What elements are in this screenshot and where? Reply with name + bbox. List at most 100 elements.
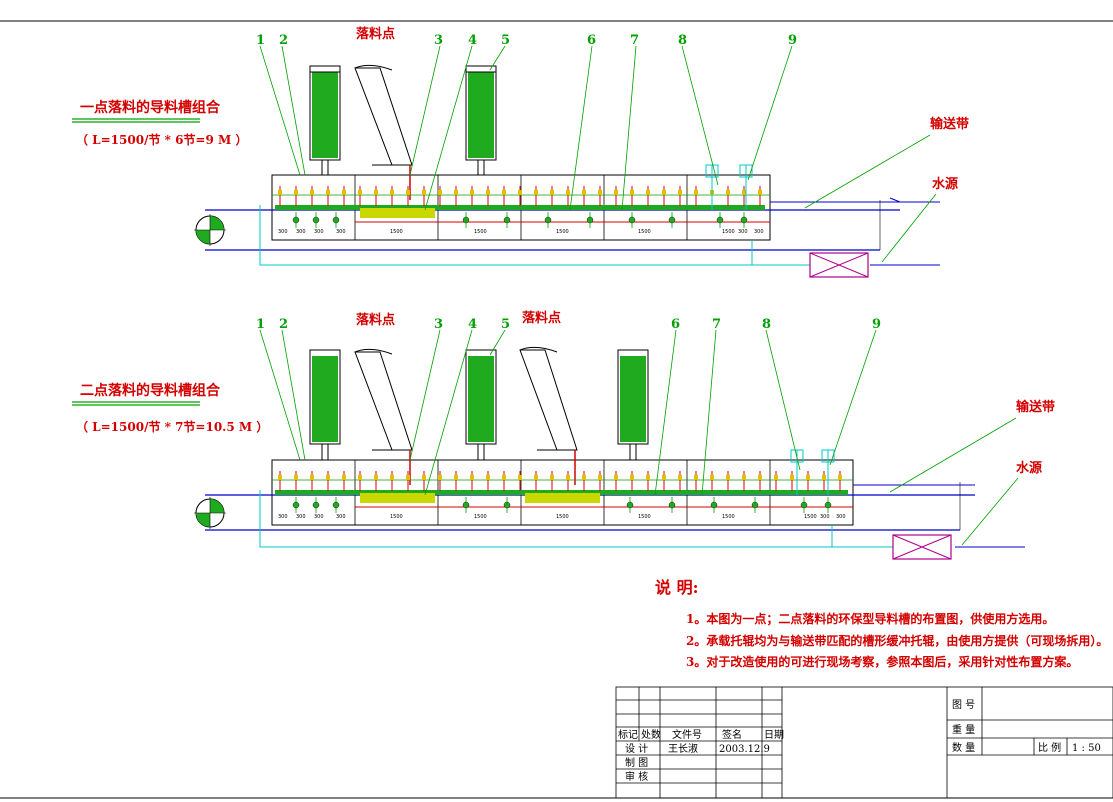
idler-cap: [326, 190, 330, 195]
dimension-label: 1500: [390, 514, 403, 520]
dimension-label: 300: [336, 514, 346, 520]
layout-one-formula: （ L=1500/节 * 6节=9 M ）: [76, 132, 247, 147]
carry-roller: [740, 216, 748, 224]
idler-cap: [662, 190, 666, 195]
filter-tower: [468, 356, 494, 442]
trough-liner: [275, 490, 848, 495]
tb-scale-value: 1 : 50: [1072, 743, 1101, 754]
filter-tower: [312, 356, 338, 442]
callout-number: 8: [678, 33, 687, 48]
idler-cap: [422, 190, 426, 195]
idler-cap: [678, 190, 682, 195]
dimension-label: 1500: [722, 229, 735, 235]
idler-cap: [566, 190, 570, 195]
callout-number: 5: [501, 317, 510, 332]
carry-roller: [292, 216, 300, 224]
idler-cap: [278, 475, 282, 480]
impact-bed: [360, 208, 435, 218]
carry-roller: [716, 216, 724, 224]
idler-cap: [582, 190, 586, 195]
idler-cap: [774, 475, 778, 480]
callout-number: 8: [762, 317, 771, 332]
impact-bed: [525, 493, 600, 503]
idler-cap: [310, 190, 314, 195]
idler-cap: [390, 190, 394, 195]
idler-cap: [758, 190, 762, 195]
belt-label: 输送带: [930, 116, 969, 132]
idler-cap: [502, 190, 506, 195]
idler-cap: [630, 475, 634, 480]
carry-roller: [292, 501, 300, 509]
trough-liner: [275, 205, 765, 210]
idler-cap: [310, 475, 314, 480]
water-label: 水源: [932, 176, 958, 192]
dimension-label: 1500: [474, 514, 487, 520]
idler-cap: [358, 475, 362, 480]
carry-roller: [710, 501, 718, 509]
idler-cap: [374, 190, 378, 195]
idler-cap: [470, 475, 474, 480]
water-pump: [892, 534, 952, 560]
idler-cap: [422, 475, 426, 480]
idler-cap: [534, 475, 538, 480]
layout-two-formula: （ L=1500/节 * 7节=10.5 M ）: [76, 419, 268, 434]
carry-roller: [824, 501, 832, 509]
water-label: 水源: [1016, 460, 1042, 476]
idler-group: [278, 471, 842, 491]
idler-cap: [486, 190, 490, 195]
filter-tower: [620, 356, 646, 442]
carry-roller: [332, 216, 340, 224]
carry-roller: [332, 501, 340, 509]
note-item: 3。对于改造使用的可进行现场考察，参照本图后，采用针对性布置方案。: [686, 654, 1078, 669]
tb-draw-label: 制 图: [625, 756, 648, 769]
carry-roller: [626, 501, 634, 509]
dimension-label: 1500: [556, 514, 569, 520]
tb-date: 2003.12.9: [719, 744, 770, 755]
dimension-label: 1500: [474, 229, 487, 235]
tb-quantity-label: 数 量: [952, 741, 975, 754]
idler-cap: [518, 475, 522, 480]
idler-cap: [742, 190, 746, 195]
notes-heading: 说 明:: [655, 578, 698, 597]
dimension-label: 300: [314, 514, 324, 520]
idler-cap: [342, 475, 346, 480]
dimension-label: 300: [296, 229, 306, 235]
idler-cap: [470, 190, 474, 195]
filter-tower: [312, 72, 338, 158]
idler-cap: [838, 475, 842, 480]
dimension-label: 1500: [804, 514, 817, 520]
callout-number: 6: [671, 317, 680, 332]
tb-header-date: 日期: [764, 729, 784, 741]
dimension-label: 1500: [638, 514, 651, 520]
two-point-layout: 二点落料的导料槽组合 （ L=1500/节 * 7节=10.5 M ） 落料点 …: [72, 310, 1055, 560]
layout-one-title: 一点落料的导料槽组合: [80, 99, 221, 116]
carry-roller: [586, 216, 594, 224]
dimension-label: 300: [296, 514, 306, 520]
dimension-label: 1500: [556, 229, 569, 235]
one-point-layout: 一点落料的导料槽组合 （ L=1500/节 * 6节=9 M ） 落料点 输送带…: [72, 26, 969, 278]
idler-cap: [598, 190, 602, 195]
impact-bed: [360, 493, 435, 503]
carry-roller: [800, 501, 808, 509]
drop-point-label-b: 落料点: [522, 310, 561, 326]
carry-roller: [462, 216, 470, 224]
idler-cap: [806, 475, 810, 480]
idler-cap: [662, 475, 666, 480]
tb-review-label: 审 核: [625, 770, 648, 783]
idler-cap: [390, 475, 394, 480]
callout-number: 3: [434, 33, 443, 48]
filter-tower: [468, 72, 494, 158]
idler-cap: [294, 475, 298, 480]
idler-cap: [454, 475, 458, 480]
callout-number: 2: [279, 317, 288, 332]
tb-weight-label: 重 量: [952, 723, 975, 736]
idler-cap: [342, 190, 346, 195]
idler-cap: [294, 190, 298, 195]
dimension-label: 300: [738, 229, 748, 235]
idler-cap: [790, 475, 794, 480]
idler-cap: [278, 190, 282, 195]
idler-cap: [646, 190, 650, 195]
